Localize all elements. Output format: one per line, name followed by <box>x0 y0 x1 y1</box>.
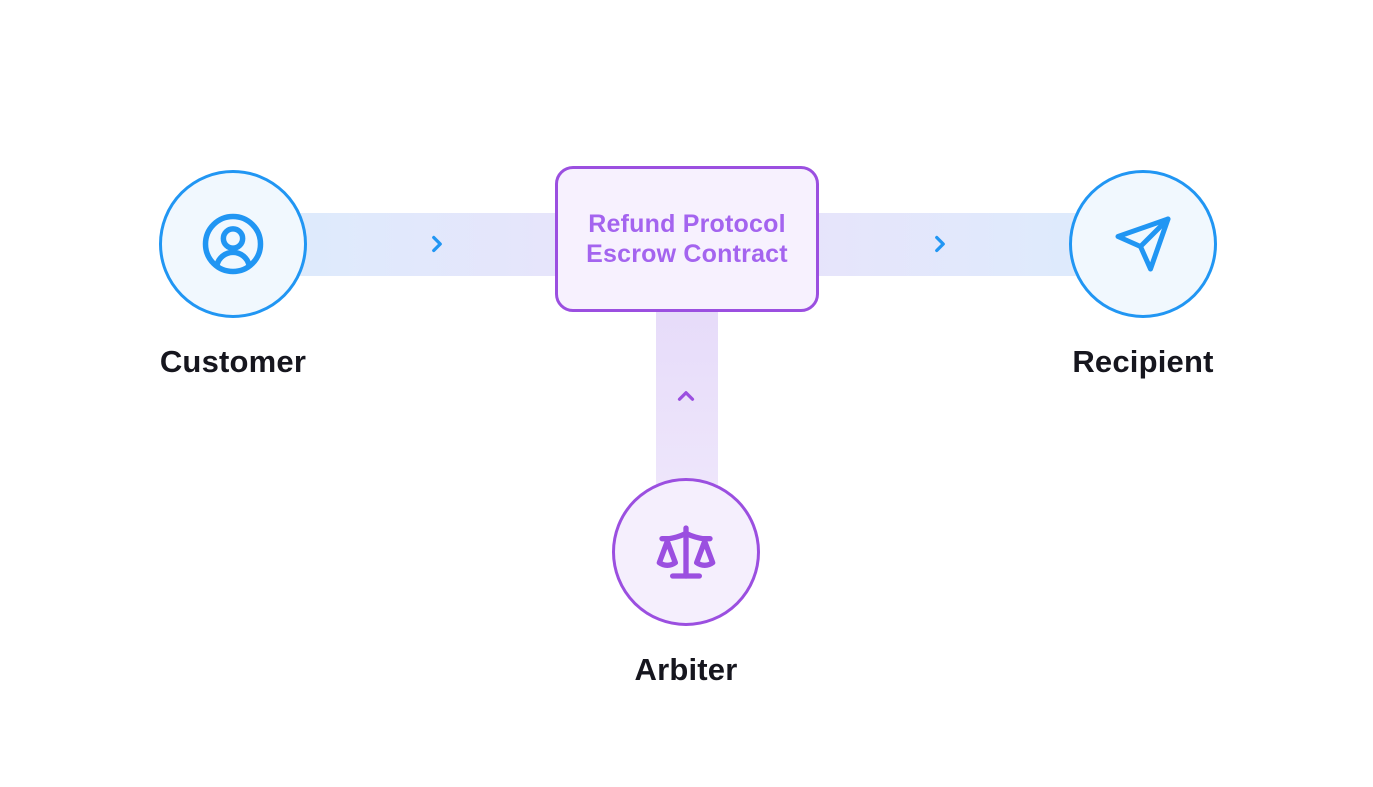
arbiter-label: Arbiter <box>634 652 738 687</box>
send-icon <box>1113 214 1173 274</box>
escrow-box-line2: Escrow Contract <box>586 240 788 268</box>
chevron-up-icon <box>673 383 699 409</box>
escrow-contract-box: Refund Protocol Escrow Contract <box>555 166 819 312</box>
arbiter-node <box>612 478 760 626</box>
recipient-node <box>1069 170 1217 318</box>
chevron-right-icon <box>424 231 450 257</box>
chevron-right-icon <box>927 231 953 257</box>
customer-node <box>159 170 307 318</box>
escrow-box-line1: Refund Protocol <box>588 210 786 238</box>
customer-label: Customer <box>159 344 307 379</box>
scale-icon <box>654 520 718 584</box>
recipient-label: Recipient <box>1072 344 1214 379</box>
user-circle-icon <box>200 211 266 277</box>
